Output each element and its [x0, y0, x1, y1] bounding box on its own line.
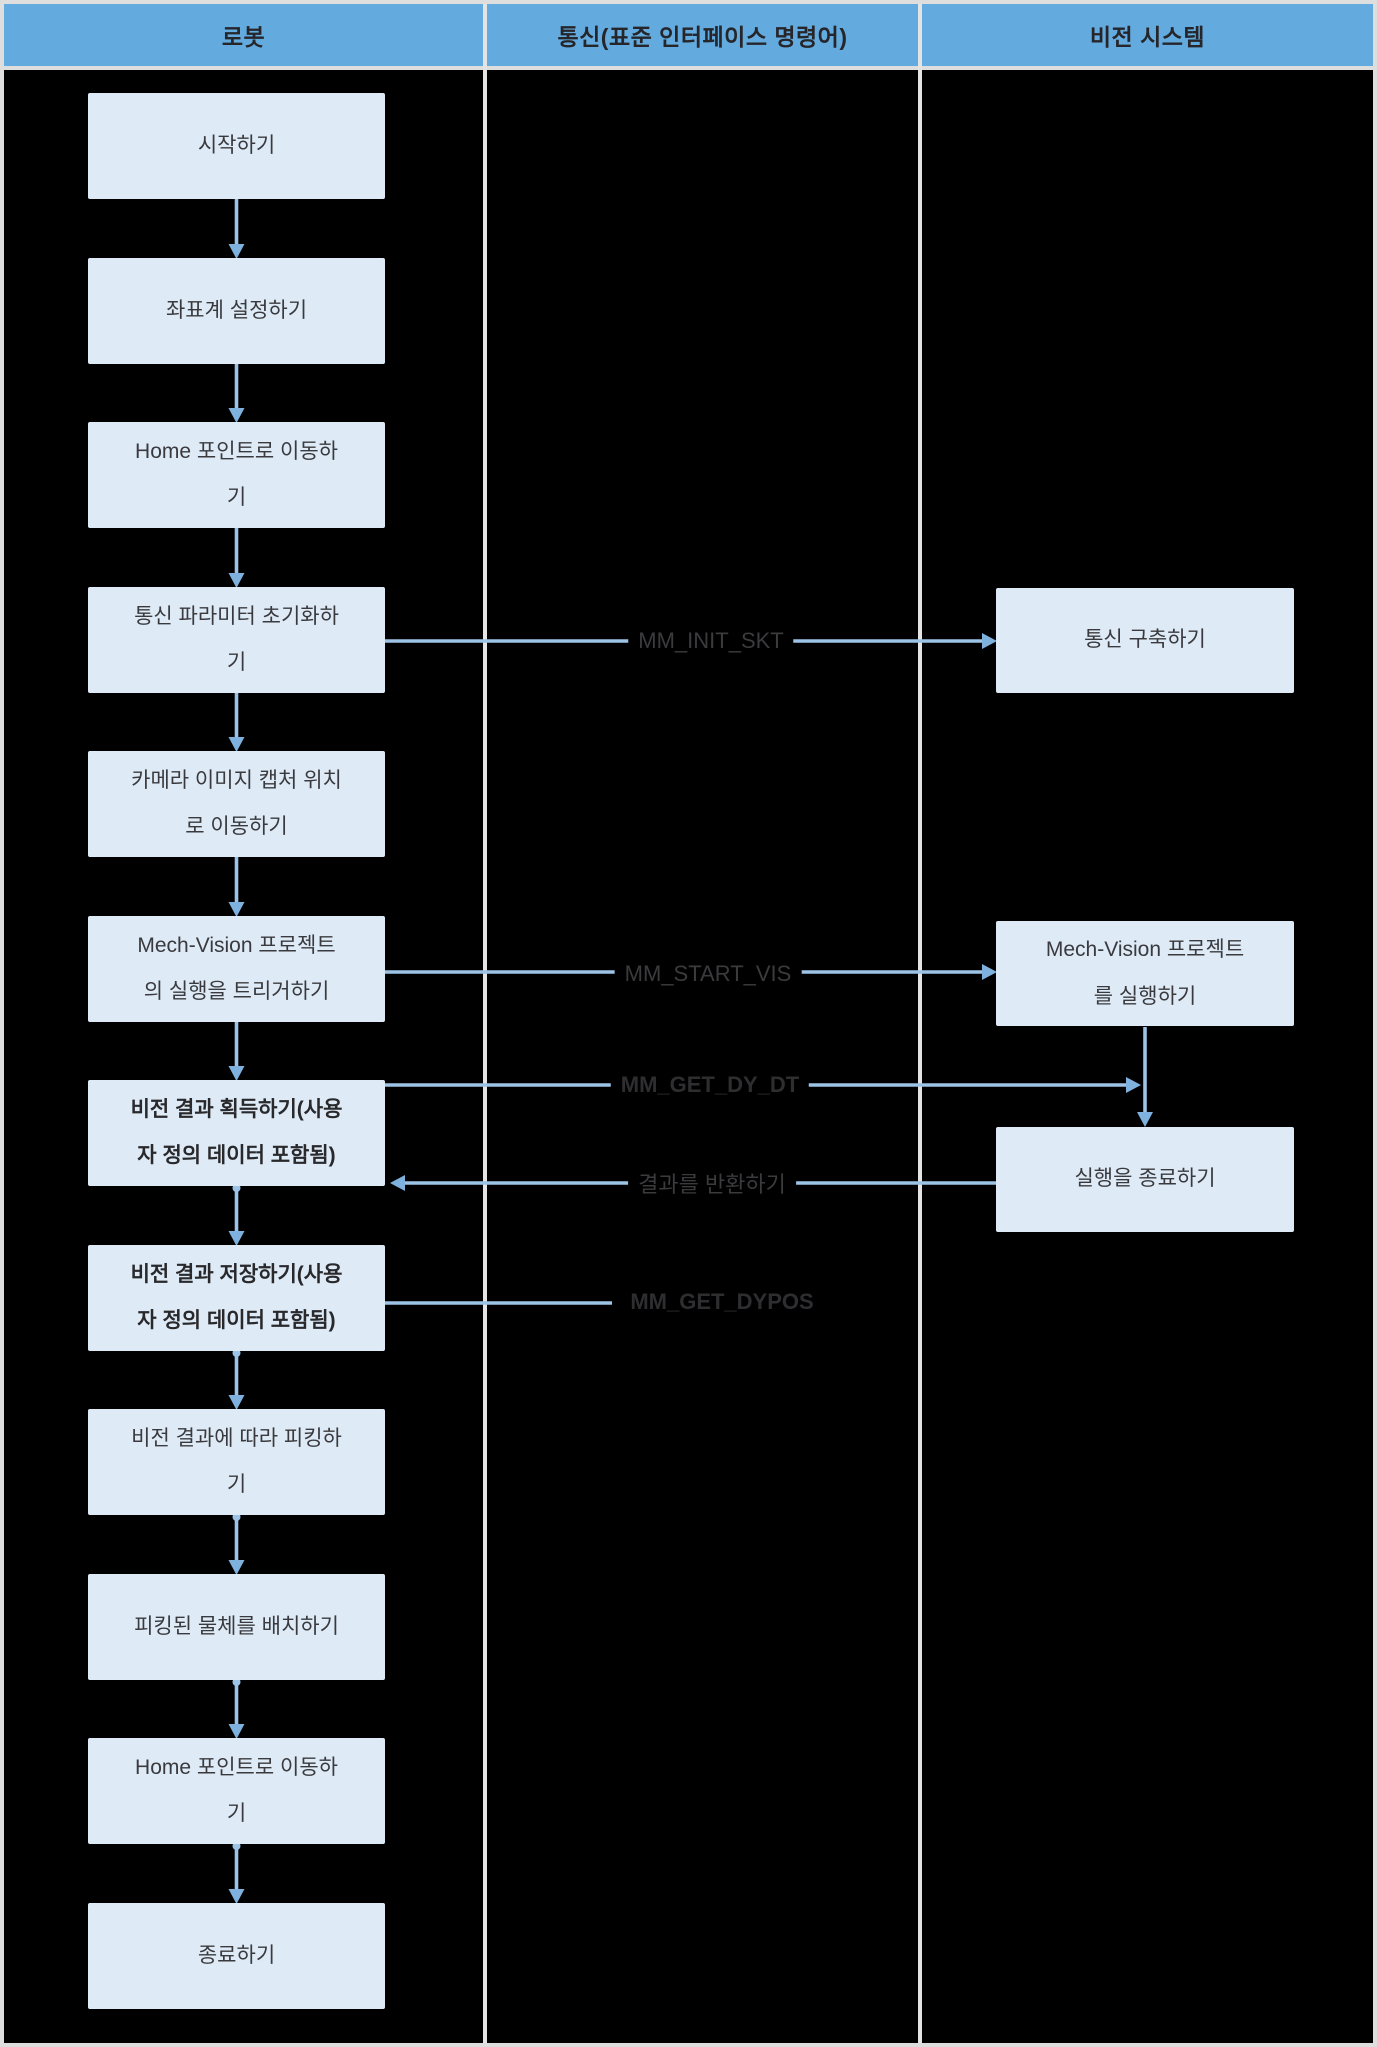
- arrow-vision-run-finish: [1137, 1027, 1153, 1127]
- arrow-robot-11-12: [228, 1842, 245, 1904]
- lane-header-robot: 로봇: [221, 24, 266, 50]
- outer-border-right: [1373, 0, 1377, 2047]
- robot-step-move-capture-position: 카메라 이미지 캡처 위치 로 이동하기: [88, 751, 385, 857]
- vision-step-finish-execution: 실행을 종료하기: [996, 1127, 1294, 1232]
- outer-border-bottom: [0, 2043, 1377, 2047]
- message-mm-get-dy-dt: MM_GET_DY_DT: [610, 1069, 810, 1101]
- arrow-robot-10-11: [228, 1678, 245, 1739]
- column-divider-2: [918, 4, 922, 2043]
- message-return-result: 결과를 반환하기: [628, 1164, 796, 1202]
- arrow-robot-2-3: [228, 364, 245, 423]
- robot-step-pick-by-vision-result: 비전 결과에 따라 피킹하 기: [88, 1409, 385, 1515]
- arrow-robot-9-10: [228, 1513, 245, 1575]
- arrow-robot-3-4: [228, 528, 245, 588]
- vision-step-establish-communication: 통신 구축하기: [996, 588, 1294, 693]
- robot-step-init-comm-params: 통신 파라미터 초기화하 기: [88, 587, 385, 693]
- arrow-robot-1-2: [228, 199, 245, 259]
- column-divider-1: [483, 4, 487, 2043]
- arrow-robot-5-6: [228, 857, 245, 917]
- arrow-robot-8-9: [228, 1349, 245, 1410]
- arrow-robot-4-5: [228, 693, 245, 752]
- lane-header-vision-system: 비전 시스템: [1089, 24, 1206, 50]
- robot-step-get-vision-result: 비전 결과 획득하기(사용 자 정의 데이터 포함됨): [88, 1080, 385, 1186]
- message-mm-get-dypos: MM_GET_DYPOS: [620, 1286, 824, 1318]
- robot-step-move-home-2: Home 포인트로 이동하 기: [88, 1738, 385, 1844]
- robot-step-start: 시작하기: [88, 93, 385, 199]
- robot-step-set-coordinate: 좌표계 설정하기: [88, 258, 385, 364]
- arrow-robot-7-8: [228, 1184, 245, 1246]
- message-mm-start-vis: MM_START_VIS: [614, 958, 802, 990]
- robot-step-save-vision-result: 비전 결과 저장하기(사용 자 정의 데이터 포함됨): [88, 1245, 385, 1351]
- header-band: [4, 4, 1373, 66]
- outer-border-top: [0, 0, 1377, 4]
- robot-step-place-picked-object: 피킹된 물체를 배치하기: [88, 1574, 385, 1680]
- header-separator: [0, 66, 1377, 70]
- robot-step-trigger-mech-vision: Mech-Vision 프로젝트 의 실행을 트리거하기: [88, 916, 385, 1022]
- lane-header-communication: 통신(표준 인터페이스 명령어): [557, 24, 848, 50]
- outer-border-left: [0, 0, 4, 2047]
- vision-step-run-mech-vision-project: Mech-Vision 프로젝트 를 실행하기: [996, 921, 1294, 1026]
- robot-step-end: 종료하기: [88, 1903, 385, 2009]
- robot-step-move-home-1: Home 포인트로 이동하 기: [88, 422, 385, 528]
- arrow-robot-6-7: [228, 1022, 245, 1081]
- message-mm-init-skt: MM_INIT_SKT: [628, 625, 794, 657]
